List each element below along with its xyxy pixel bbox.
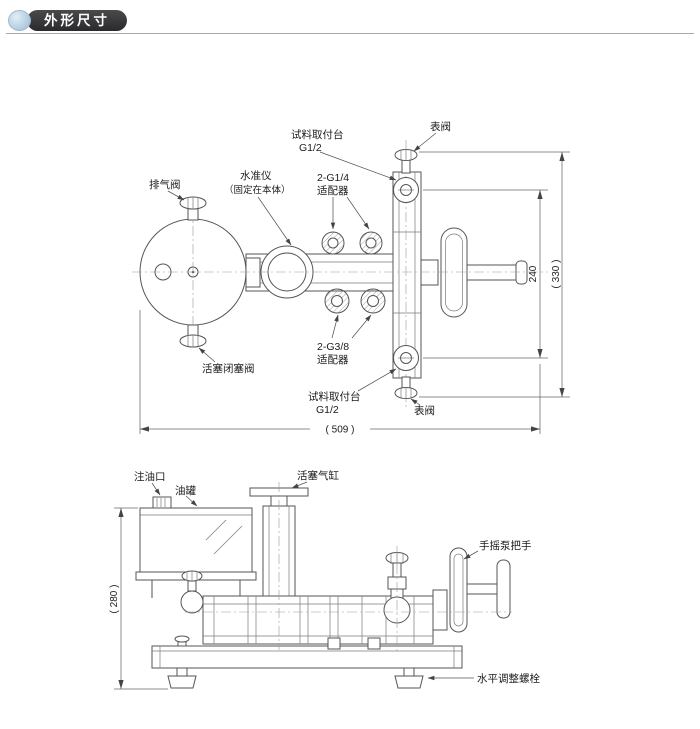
label-adapter-g38: 2-G3/8 xyxy=(317,341,349,353)
label-exhaust-valve: 排气阀 xyxy=(149,178,181,191)
leveling-foot-right xyxy=(394,667,424,689)
pump-handle-symbol xyxy=(432,547,511,633)
label-adapter-g14: 2-G1/4 xyxy=(317,172,349,184)
label-level-gauge-note: （固定在本体） xyxy=(224,184,291,196)
level-gauge-symbol xyxy=(260,245,314,299)
label-level-gauge: 水准仪 xyxy=(240,170,272,182)
base-plate xyxy=(151,645,463,669)
front-view-centerlines xyxy=(185,482,512,652)
label-oil-filler-port: 注油口 xyxy=(134,470,166,483)
label-sample-mount-bottom: 试料取付台 xyxy=(308,390,361,403)
dim-overall-height-front: ( 280 ) xyxy=(109,585,120,614)
label-gauge-valve-top: 表阀 xyxy=(430,120,451,133)
dim-overall-height-top: ( 330 ) xyxy=(551,260,562,289)
dim-overall-width: ( 509 ) xyxy=(326,425,355,436)
label-oil-tank: 油罐 xyxy=(175,484,196,497)
sample-mount-top-symbol xyxy=(393,177,419,203)
section-title: 外形尺寸 xyxy=(44,12,110,28)
handwheel xyxy=(420,227,528,318)
label-sample-mount-top-thread: G1/2 xyxy=(299,142,322,154)
top-view: 240 ( 330 ) ( 509 ) 排气阀 水准仪 xyxy=(132,120,570,436)
left-valve-symbol xyxy=(180,570,204,614)
front-view: ( 280 ) 注油口 油罐 活塞气缸 手摇泵把手 水平调整螺栓 xyxy=(109,469,540,690)
exhaust-valve-symbol xyxy=(179,196,207,221)
leveling-foot-left xyxy=(167,667,197,689)
header-bullet-icon xyxy=(8,9,31,31)
label-adapter-g38-suffix: 适配器 xyxy=(317,354,349,366)
gauge-valve-bottom-symbol xyxy=(394,376,418,399)
adapters-g14 xyxy=(321,231,383,255)
manifold xyxy=(392,171,422,379)
label-gauge-valve-bottom: 表阀 xyxy=(414,404,435,417)
sample-mount-bottom-symbol xyxy=(393,345,419,371)
top-view-dimensions: 240 ( 330 ) ( 509 ) xyxy=(139,151,570,436)
label-leveling-bolt: 水平调整螺栓 xyxy=(477,672,540,685)
section-title-pill: 外形尺寸 xyxy=(27,9,127,31)
label-sample-mount-top: 试料取付台 xyxy=(291,128,344,141)
section-header: 外形尺寸 xyxy=(8,9,127,31)
top-view-labels: 排气阀 水准仪 （固定在本体） 2-G1/4 适配器 试料取付台 G1/2 表阀… xyxy=(149,120,451,417)
adapters-g38 xyxy=(324,288,386,314)
label-sample-mount-bottom-thread: G1/2 xyxy=(316,404,339,416)
front-view-labels: 注油口 油罐 活塞气缸 手摇泵把手 水平调整螺栓 xyxy=(134,469,540,685)
base-screw xyxy=(174,635,190,647)
header-divider xyxy=(6,33,694,34)
gauge-valve-top-symbol xyxy=(394,149,418,174)
label-pump-handle: 手摇泵把手 xyxy=(479,539,532,552)
dim-port-span: 240 xyxy=(528,265,539,282)
right-valve-symbol xyxy=(383,552,411,624)
piston-shutoff-valve-symbol xyxy=(179,324,207,348)
label-adapter-g14-suffix: 适配器 xyxy=(317,185,349,197)
label-piston-cylinder: 活塞气缸 xyxy=(297,469,339,482)
label-piston-shutoff-valve: 活塞闭塞阀 xyxy=(202,362,255,375)
front-view-dimensions: ( 280 ) xyxy=(109,507,168,690)
oil-tank-symbol xyxy=(139,496,253,573)
